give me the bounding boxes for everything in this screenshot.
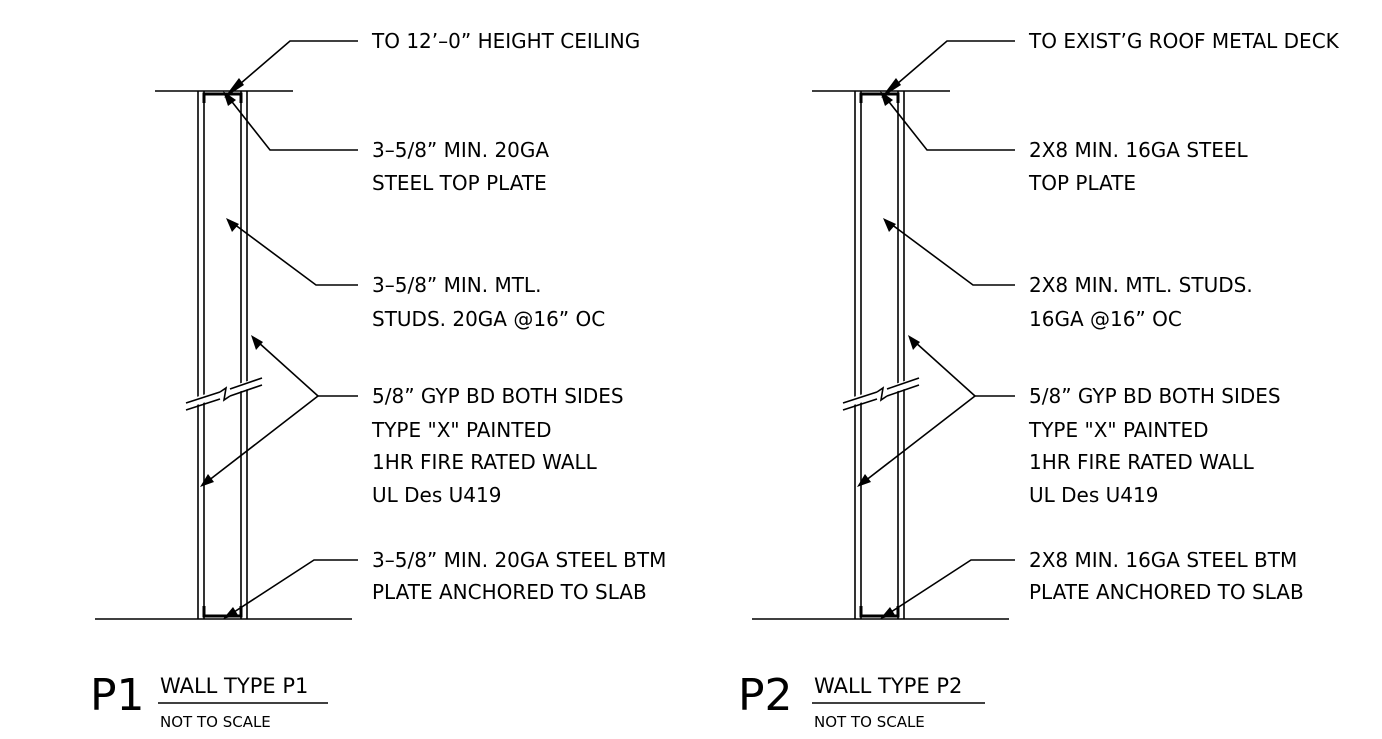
p2-leader-top-plate: [885, 97, 1015, 151]
p2-note-gyp-line: 5/8” GYP BD BOTH SIDES: [1029, 384, 1281, 408]
p2-break-line-d: [886, 384, 920, 397]
p1-top-plate: [202, 92, 243, 103]
p2-arrowhead-top: [881, 78, 901, 98]
p2-note-top: TO EXIST’G ROOF METAL DECK: [1028, 29, 1340, 53]
p2-note-bottom-plate-line: 2X8 MIN. 16GA STEEL BTM: [1029, 548, 1297, 572]
p1-bottom-plate: [202, 606, 243, 618]
p2-leader-gyp-lower: [864, 395, 976, 482]
p1-leader-gyp-lower: [207, 395, 319, 482]
p1-break-line-a: [185, 391, 221, 404]
p1-break-line-d: [229, 384, 263, 397]
p2-arrowhead-top-plate: [880, 91, 893, 106]
p1-break-line-c: [229, 377, 263, 390]
p2-leader-gyp-upper: [914, 341, 976, 397]
p2-leader-bottom-plate: [887, 559, 1015, 615]
p1-note-top-plate: 3–5/8” MIN. 20GA STEEL TOP PLATE: [372, 138, 549, 195]
p1-note-gyp-line: TYPE "X" PAINTED: [371, 418, 552, 442]
p2-note-bottom-plate: 2X8 MIN. 16GA STEEL BTM PLATE ANCHORED T…: [1029, 548, 1304, 604]
p2-break-line-c: [886, 377, 920, 390]
p1-note-gyp-line: 1HR FIRE RATED WALL: [372, 450, 598, 474]
p2-note-studs-line: 16GA @16” OC: [1029, 307, 1182, 331]
p1-leader-studs: [233, 223, 358, 286]
p2-bottom-plate: [859, 606, 900, 618]
p2-break-line-b: [842, 398, 878, 411]
p1-note-gyp: 5/8” GYP BD BOTH SIDES TYPE "X" PAINTED …: [371, 384, 624, 507]
p1-note-bottom-plate: 3–5/8” MIN. 20GA STEEL BTM PLATE ANCHORE…: [372, 548, 666, 604]
p2-top-plate: [859, 92, 900, 103]
p1-arrowhead-top: [224, 78, 244, 98]
p2-note-studs-line: 2X8 MIN. MTL. STUDS.: [1029, 273, 1253, 297]
p1-note-studs-line: 3–5/8” MIN. MTL.: [372, 273, 541, 297]
p1-arrowhead-bottom-plate: [223, 607, 238, 619]
p2-note-top-plate-line: TOP PLATE: [1028, 171, 1136, 195]
p2-note-bottom-plate-line: PLATE ANCHORED TO SLAB: [1029, 580, 1304, 604]
p1-leader-bottom-plate: [230, 559, 358, 615]
detail-p1: TO 12’–0” HEIGHT CEILING 3–5/8” MIN. 20G…: [90, 29, 666, 731]
p1-wall-section: [95, 90, 352, 620]
p1-note-top-plate-line: 3–5/8” MIN. 20GA: [372, 138, 549, 162]
p2-note-gyp-line: 1HR FIRE RATED WALL: [1029, 450, 1255, 474]
p1-leader-top-plate: [228, 97, 358, 151]
p1-note-gyp-line: 5/8” GYP BD BOTH SIDES: [372, 384, 624, 408]
p2-detail-scale: NOT TO SCALE: [814, 713, 925, 731]
p2-break-line-a: [842, 391, 878, 404]
p1-note-bottom-plate-line: PLATE ANCHORED TO SLAB: [372, 580, 647, 604]
p2-leader-top: [889, 40, 1015, 91]
p1-note-top-plate-line: STEEL TOP PLATE: [372, 171, 547, 195]
p1-note-gyp-line: UL Des U419: [372, 483, 501, 507]
p1-arrowhead-gyp-upper: [251, 335, 263, 350]
p2-break-zigzag: [876, 386, 888, 402]
p2-note-studs: 2X8 MIN. MTL. STUDS. 16GA @16” OC: [1029, 273, 1253, 331]
p2-note-gyp-line: UL Des U419: [1029, 483, 1158, 507]
p1-arrowhead-gyp-lower: [200, 474, 214, 487]
p2-arrowhead-bottom-plate: [880, 607, 895, 619]
p2-detail-tag: P2: [738, 670, 793, 721]
p1-detail-title: WALL TYPE P1: [160, 674, 308, 698]
p1-note-bottom-plate-line: 3–5/8” MIN. 20GA STEEL BTM: [372, 548, 666, 572]
p1-detail-tag: P1: [90, 670, 145, 721]
p1-leader-top: [232, 40, 358, 91]
p1-break-zigzag: [219, 386, 231, 402]
p2-arrowhead-gyp-lower: [857, 474, 871, 487]
p2-note-gyp: 5/8” GYP BD BOTH SIDES TYPE "X" PAINTED …: [1028, 384, 1281, 507]
p1-detail-scale: NOT TO SCALE: [160, 713, 271, 731]
p1-note-studs-line: STUDS. 20GA @16” OC: [372, 307, 605, 331]
p1-arrowhead-top-plate: [223, 91, 236, 106]
p2-arrowhead-gyp-upper: [908, 335, 920, 350]
p1-break-line-b: [185, 398, 221, 411]
p2-arrowhead-studs: [883, 218, 896, 232]
p2-note-top-plate: 2X8 MIN. 16GA STEEL TOP PLATE: [1028, 138, 1249, 195]
p1-note-studs: 3–5/8” MIN. MTL. STUDS. 20GA @16” OC: [372, 273, 605, 331]
p2-note-top-plate-line: 2X8 MIN. 16GA STEEL: [1029, 138, 1249, 162]
detail-p2: TO EXIST’G ROOF METAL DECK 2X8 MIN. 16GA…: [738, 29, 1340, 731]
p2-note-gyp-line: TYPE "X" PAINTED: [1028, 418, 1209, 442]
p2-detail-title: WALL TYPE P2: [814, 674, 962, 698]
p1-leader-gyp-upper: [257, 341, 319, 397]
p2-wall-section: [752, 90, 1009, 620]
p1-note-top: TO 12’–0” HEIGHT CEILING: [371, 29, 640, 53]
p1-arrowhead-studs: [226, 218, 239, 232]
p2-leader-studs: [890, 223, 1015, 286]
